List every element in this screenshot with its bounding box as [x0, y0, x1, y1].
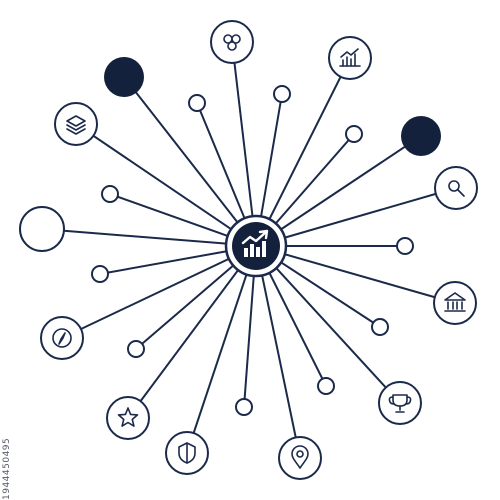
small-dot-node [345, 125, 363, 143]
small-dot-node [396, 237, 414, 255]
shield-node [165, 431, 209, 475]
small-dot-node [101, 185, 119, 203]
connector-line [127, 245, 257, 419]
connector-line [255, 135, 422, 247]
connector-line [231, 41, 257, 247]
connector-line [41, 228, 257, 247]
connector-line [255, 245, 401, 404]
star-node [106, 396, 150, 440]
small-dot-node [317, 377, 335, 395]
small-dot-node [235, 398, 253, 416]
connector-line [255, 245, 301, 459]
small-dot-node [273, 85, 291, 103]
magnifier-node [434, 166, 478, 210]
small-dot-node [371, 318, 389, 336]
connector-line [255, 187, 457, 247]
stock-id-text: 1944450495 [2, 437, 12, 500]
connector-line [123, 76, 257, 247]
connector-line [255, 57, 351, 247]
trophy-icon [388, 394, 412, 413]
trophy-node [378, 381, 422, 425]
layers-icon [66, 115, 86, 135]
growth-chart-icon [241, 229, 269, 257]
star-icon [117, 407, 139, 427]
small-dot-node [188, 94, 206, 112]
small-dot-node [91, 265, 109, 283]
bar-chart-node [328, 36, 372, 80]
bank-icon [444, 292, 466, 312]
coins-node [210, 20, 254, 64]
connector-line [186, 245, 257, 454]
connector-line [61, 245, 257, 339]
layers-node [54, 102, 98, 146]
filled-dot-node [401, 116, 441, 156]
connector-line [75, 123, 257, 247]
compass-icon [52, 328, 72, 348]
empty-circle-node [19, 206, 65, 252]
bar-chart-icon [339, 48, 361, 67]
bank-node [433, 281, 477, 325]
central-hub [224, 214, 288, 278]
spoke-nodes [19, 20, 478, 480]
connector-line [255, 245, 456, 304]
coins-icon [223, 34, 241, 51]
location-pin-icon [291, 445, 309, 469]
small-dot-node [127, 340, 145, 358]
filled-dot-node [104, 57, 144, 97]
shield-icon [178, 442, 196, 464]
compass-node [40, 316, 84, 360]
magnifier-icon [448, 180, 465, 197]
location-pin-node [278, 436, 322, 480]
